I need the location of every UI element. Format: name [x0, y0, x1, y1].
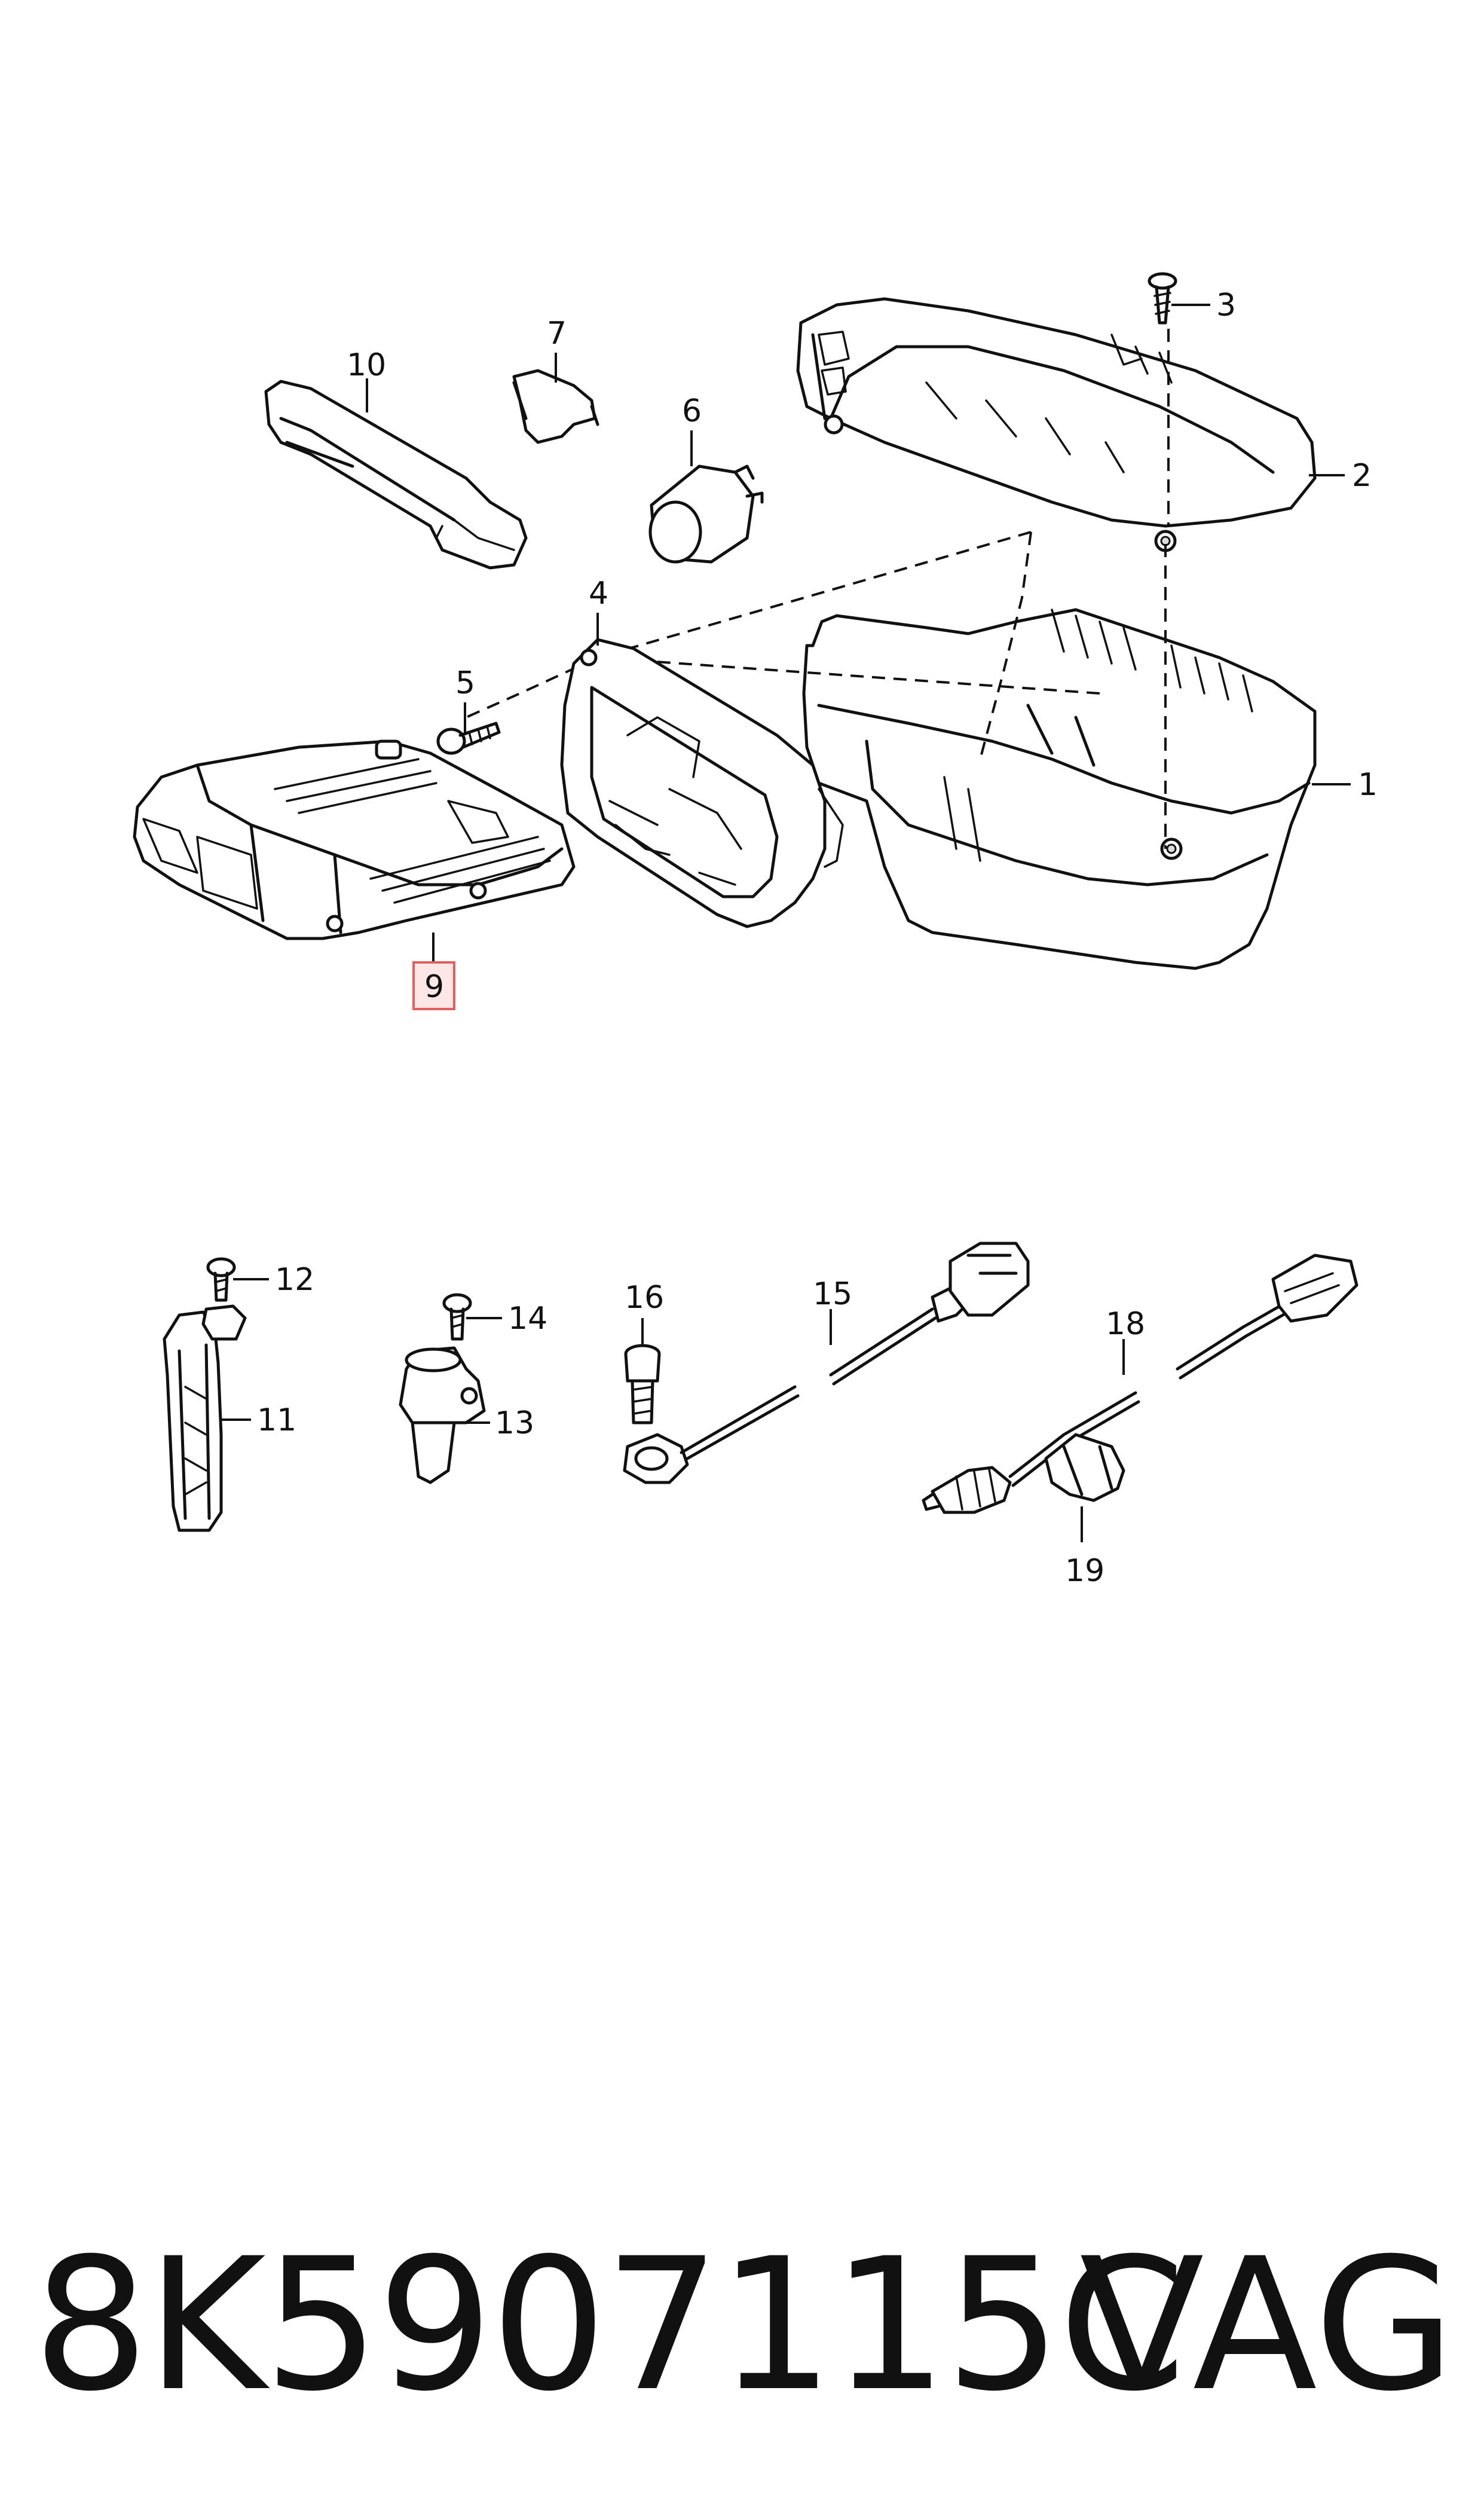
part-14-screw: [442, 1293, 472, 1341]
callout-7: 7: [547, 316, 567, 351]
callout-19: 19: [1065, 1553, 1104, 1589]
part-2-housing-cover: [796, 297, 1317, 552]
callout-3: 3: [1216, 288, 1236, 323]
part-10-cover-strip: [264, 380, 528, 570]
callout-labels: 1 2 3 4 5 6 7 9 10 11 12 13 14 15 16 18 …: [257, 288, 1378, 1589]
leader-lines: [221, 304, 1351, 1542]
callout-6: 6: [682, 393, 702, 429]
callout-5: 5: [455, 665, 475, 701]
callout-13: 13: [495, 1405, 534, 1441]
callout-9-highlight-box: [412, 961, 455, 1010]
part-18-lambda-probe: [922, 1254, 1358, 1514]
callout-16: 16: [625, 1280, 664, 1316]
part-19-clip: [1044, 1433, 1125, 1502]
part-3-screw: [1148, 272, 1177, 325]
assembly-line-a: [466, 531, 1032, 719]
callout-2: 2: [1352, 458, 1372, 494]
part-6-relay: [648, 464, 764, 564]
callout-15: 15: [813, 1276, 852, 1312]
part-15-knock-sensor: [623, 1242, 1030, 1484]
assembly-line-b: [979, 531, 1032, 760]
part-5-bolt: [436, 722, 501, 755]
part-9-control-unit: [133, 739, 576, 940]
assembly-line-e: [597, 656, 1100, 695]
part-1-housing-lower: [802, 608, 1317, 970]
callout-18: 18: [1106, 1306, 1145, 1342]
part-number-footer: 8K5907115C VAG: [33, 2230, 1455, 2421]
part-12-screw: [201, 1257, 247, 1341]
part-7-clip: [512, 369, 599, 444]
part-number: 8K5907115C: [33, 2219, 1186, 2431]
callout-11: 11: [257, 1402, 296, 1438]
part-4-bracket: [560, 638, 844, 928]
callout-10: 10: [347, 347, 386, 383]
callout-9: 9: [424, 969, 444, 1005]
part-13-sensor: [399, 1346, 486, 1484]
brand-name: VAG: [1079, 2219, 1455, 2431]
callout-1: 1: [1358, 767, 1378, 803]
callout-4: 4: [589, 576, 608, 612]
callout-12: 12: [275, 1262, 314, 1298]
part-11-sensor: [163, 1310, 223, 1532]
part-16-bolt: [624, 1344, 661, 1424]
callout-14: 14: [508, 1301, 547, 1337]
